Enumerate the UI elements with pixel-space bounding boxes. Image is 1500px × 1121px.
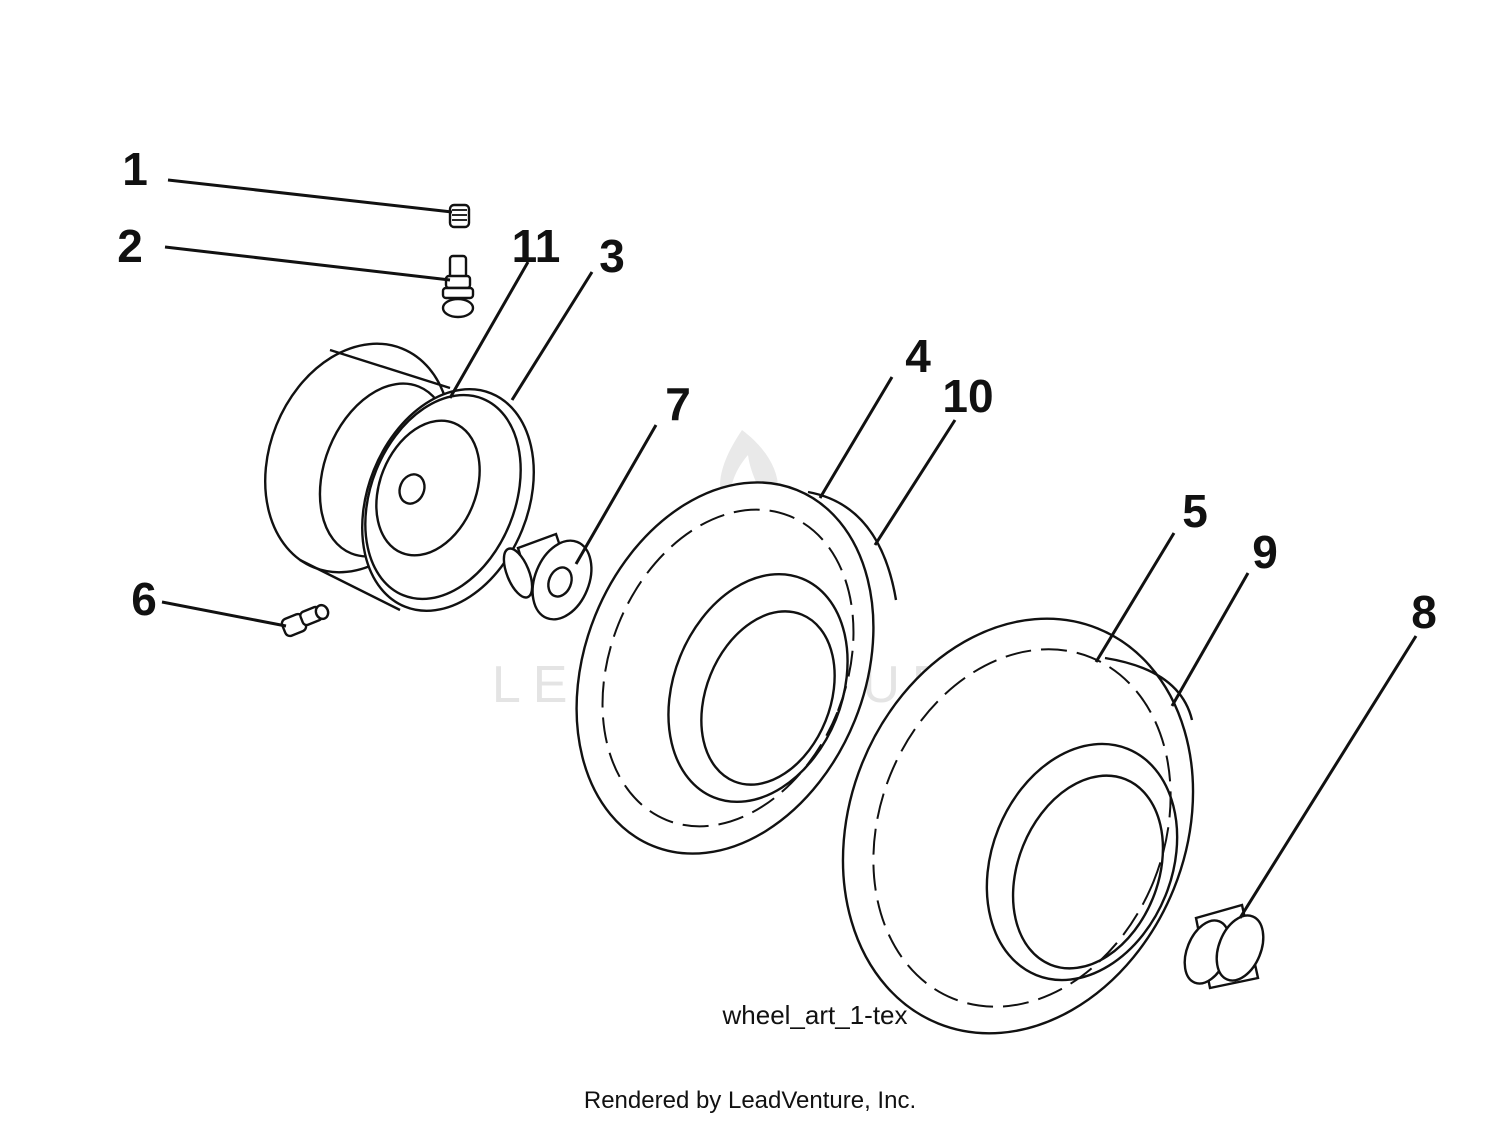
leader-line-1 [167, 178, 453, 214]
leader-line-7 [574, 424, 658, 565]
callout-6: 6 [131, 573, 157, 625]
callouts: 1 2 3 4 5 6 7 8 9 10 11 [117, 143, 1437, 638]
credit-text: Rendered by LeadVenture, Inc. [584, 1087, 916, 1114]
callout-5: 5 [1182, 485, 1208, 537]
leader-line-9 [1170, 572, 1250, 707]
callout-4: 4 [905, 330, 931, 382]
part-bushing [502, 532, 593, 621]
callout-10: 10 [942, 370, 993, 422]
callout-1: 1 [122, 143, 148, 195]
part-front-tire [575, 481, 898, 855]
leader-lines [161, 178, 1418, 919]
callout-3: 3 [599, 230, 625, 282]
part-valve-cap [448, 203, 471, 229]
part-center-cap [1183, 903, 1265, 990]
callout-11: 11 [512, 220, 561, 272]
art-id: wheel_art_1-tex [722, 1000, 908, 1030]
leader-line-11 [448, 261, 530, 399]
callout-7: 7 [665, 378, 691, 430]
part-rear-tire [841, 617, 1195, 1035]
part-wheel-rim [264, 342, 535, 612]
leader-line-3 [510, 271, 594, 401]
leader-line-6 [161, 600, 287, 628]
callout-9: 9 [1252, 526, 1278, 578]
leader-line-2 [164, 245, 451, 282]
part-grease-fitting [280, 603, 330, 638]
callout-8: 8 [1411, 586, 1437, 638]
callout-2: 2 [117, 220, 143, 272]
leader-line-8 [1238, 635, 1418, 919]
part-valve-stem [441, 254, 475, 319]
leader-line-10 [873, 419, 957, 546]
leader-line-5 [1094, 532, 1176, 663]
leader-line-4 [818, 376, 894, 499]
